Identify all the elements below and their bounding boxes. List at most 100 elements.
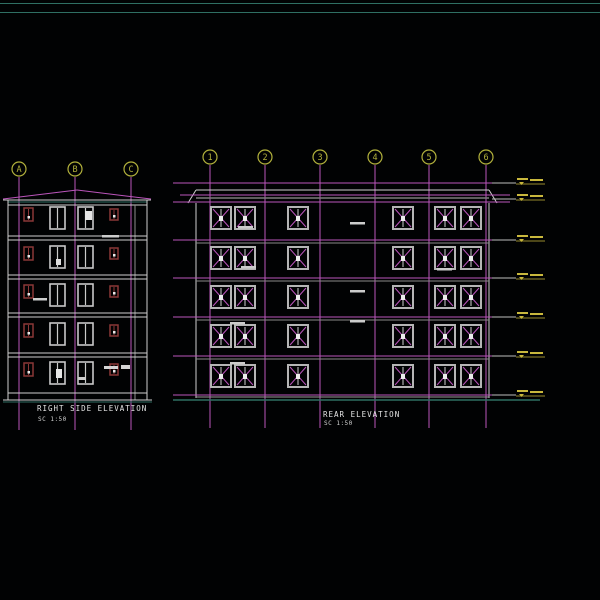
window-frame <box>23 362 34 377</box>
small-window-red <box>23 362 34 377</box>
casement-window-symbol <box>287 246 309 270</box>
tiny-annotation-mark <box>350 290 365 293</box>
double-casement-window <box>77 322 94 346</box>
level-text-mark <box>530 313 543 315</box>
level-triangle <box>519 277 524 280</box>
level-triangle <box>519 355 524 358</box>
grid-bubble-5: 5 <box>421 149 437 165</box>
window-frame <box>210 324 232 348</box>
window-handle-mark <box>296 295 300 300</box>
level-text-mark <box>517 194 528 196</box>
door-glyph <box>56 369 62 378</box>
window-frame <box>434 364 456 388</box>
level-text-mark <box>517 273 528 275</box>
grid-bubble-label: A <box>16 165 21 175</box>
window-frame <box>49 245 66 269</box>
casement-window-symbol <box>392 364 414 388</box>
level-marker <box>492 178 545 185</box>
grid-bubble-label: B <box>72 165 77 175</box>
grid-bubble-label: 2 <box>262 153 267 163</box>
level-triangle <box>519 182 524 185</box>
level-text-mark <box>517 235 528 237</box>
casement-window-symbol <box>392 285 414 309</box>
tiny-annotation-mark <box>78 377 86 380</box>
window-frame <box>23 323 34 338</box>
double-casement-window <box>49 283 66 307</box>
window-handle-mark <box>296 334 300 339</box>
small-window-red <box>23 323 34 338</box>
window-frame <box>210 246 232 270</box>
casement-window-symbol <box>434 324 456 348</box>
window-frame <box>392 246 414 270</box>
window-frame <box>109 285 119 298</box>
grid-bubble-circle <box>421 149 437 165</box>
window-handle-mark <box>113 331 116 334</box>
window-frame <box>392 364 414 388</box>
window-handle-mark <box>443 295 447 300</box>
double-casement-window <box>49 206 66 230</box>
casement-window-symbol <box>287 285 309 309</box>
window-handle-mark <box>296 216 300 221</box>
grid-bubble-6: 6 <box>478 149 494 165</box>
roof-slope <box>76 189 152 200</box>
casement-window-symbol <box>287 206 309 230</box>
window-frame <box>210 364 232 388</box>
window-handle-mark <box>243 374 247 379</box>
casement-window-symbol <box>392 324 414 348</box>
window-handle-mark <box>219 295 223 300</box>
level-text-mark <box>530 179 543 181</box>
grid-bubble-B: B <box>67 161 83 177</box>
grid-bubble-label: 1 <box>207 153 212 163</box>
level-triangle <box>519 239 524 242</box>
level-text-mark <box>517 351 528 353</box>
window-handle-mark <box>443 256 447 261</box>
window-handle-mark <box>219 256 223 261</box>
casement-window-symbol <box>210 285 232 309</box>
level-text-mark <box>530 236 543 238</box>
window-frame <box>434 285 456 309</box>
grid-bubble-circle <box>202 149 218 165</box>
window-frame <box>234 324 256 348</box>
casement-window-symbol <box>392 246 414 270</box>
window-handle-mark <box>27 216 30 219</box>
window-frame <box>460 364 482 388</box>
window-frame <box>77 361 94 385</box>
window-handle-mark <box>469 256 473 261</box>
casement-window-symbol <box>234 324 256 348</box>
window-frame <box>49 361 66 385</box>
grid-bubble-4: 4 <box>367 149 383 165</box>
door-glyph <box>85 211 92 220</box>
grid-bubble-A: A <box>11 161 27 177</box>
casement-window-symbol <box>460 206 482 230</box>
tiny-annotation-mark <box>33 298 47 301</box>
window-handle-mark <box>469 334 473 339</box>
double-casement-window <box>77 245 94 269</box>
window-frame <box>77 206 94 230</box>
casement-window-symbol <box>460 285 482 309</box>
window-handle-mark <box>27 255 30 258</box>
window-frame <box>77 245 94 269</box>
casement-window-symbol <box>234 285 256 309</box>
level-triangle <box>519 394 524 397</box>
window-handle-mark <box>27 371 30 374</box>
grid-bubble-circle <box>478 149 494 165</box>
window-handle-mark <box>219 334 223 339</box>
window-handle-mark <box>27 293 30 296</box>
rear-elevation-scale: SC 1:50 <box>324 420 353 427</box>
small-window-red <box>109 285 119 298</box>
tiny-annotation-mark <box>102 235 119 238</box>
casement-window-symbol <box>434 246 456 270</box>
grid-bubble-3: 3 <box>312 149 328 165</box>
level-text-mark <box>530 352 543 354</box>
window-frame <box>287 324 309 348</box>
window-glyph <box>56 259 61 265</box>
window-handle-mark <box>469 374 473 379</box>
casement-window-symbol <box>460 246 482 270</box>
tiny-annotation-mark <box>238 226 253 229</box>
window-frame <box>23 207 34 222</box>
window-handle-mark <box>243 216 247 221</box>
level-marker <box>492 351 545 358</box>
grid-bubble-C: C <box>123 161 139 177</box>
grid-bubble-circle <box>257 149 273 165</box>
